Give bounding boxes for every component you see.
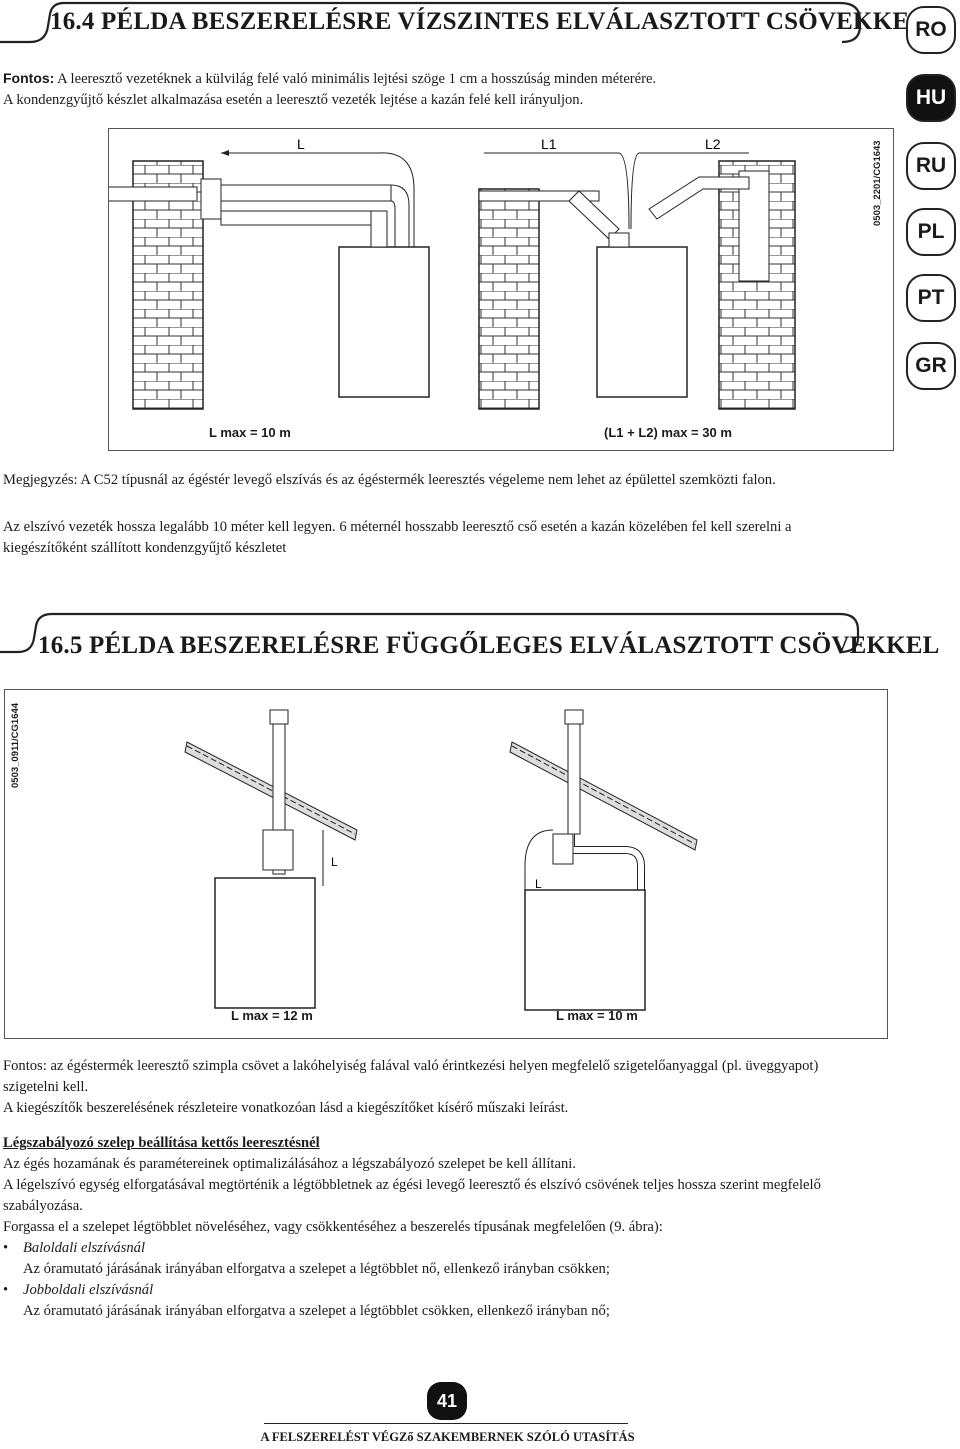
caption2-right: L max = 10 m	[556, 1008, 638, 1023]
p2-line1: A légelszívó egység elforgatásával megtö…	[3, 1177, 821, 1193]
section2-text: Fontos: az égéstermék leeresztő szimpla …	[3, 1056, 903, 1322]
p1: Az égés hozamának és paramétereinek opti…	[3, 1156, 576, 1172]
section1-title: 16.4 PÉLDA BESZERELÉSRE VÍZSZINTES ELVÁL…	[50, 8, 927, 35]
footer-rule	[264, 1423, 628, 1424]
fontos-line2: szigetelni kell.	[3, 1079, 89, 1095]
section1-heading-frame	[0, 1, 862, 44]
label-L2: L2	[705, 136, 721, 152]
vertical-installation-diagram: L L L max = 12 m L max = 10 m	[4, 689, 888, 1039]
left-boiler	[338, 246, 430, 398]
diagram2-code: 0503_0911/CG1644	[10, 702, 21, 788]
vertical-diagram-drawing: L L	[184, 709, 698, 1011]
suction-line1: Az elszívó vezeték hossza legalább 10 mé…	[3, 519, 792, 535]
language-tab-pl[interactable]: PL	[906, 208, 956, 256]
caption-left: L max = 10 m	[209, 425, 291, 440]
right-boiler-2	[524, 889, 646, 1011]
caption-right: (L1 + L2) max = 30 m	[604, 425, 732, 440]
bullet-1-text: Az óramutató járásának irányában elforga…	[23, 1261, 610, 1277]
suction-line2: kiegészítőként szállított kondenzgyűjtő …	[3, 540, 287, 556]
accessories-note: A kiegészítők beszerelésének részleteire…	[3, 1100, 569, 1116]
bullet-2-title: Jobboldali elszívásnál	[23, 1282, 154, 1298]
bullet-1: • Baloldali elszívásnál Az óramutató jár…	[3, 1238, 903, 1280]
diagram1-code: 0503_2201/CG1643	[872, 140, 883, 226]
note-line2: A kondenzgyűjtő készlet alkalmazása eset…	[3, 92, 584, 108]
bullet-2: • Jobboldali elszívásnál Az óramutató já…	[3, 1280, 903, 1322]
remark: Megjegyzés: A C52 típusnál az égéstér le…	[3, 472, 776, 488]
bullet-2-text: Az óramutató járásának irányában elforga…	[23, 1303, 610, 1319]
language-tab-ru[interactable]: RU	[906, 142, 956, 190]
note-label: Fontos:	[3, 70, 55, 86]
bullet-1-title: Baloldali elszívásnál	[23, 1240, 146, 1256]
subheading: Légszabályozó szelep beállítása kettős l…	[3, 1135, 320, 1151]
suction-paragraph: Az elszívó vezeték hossza legalább 10 mé…	[3, 517, 903, 559]
right-boiler	[596, 246, 688, 398]
page-number-badge: 41	[427, 1382, 467, 1420]
p3: Forgassa el a szelepet légtöbblet növelé…	[3, 1219, 663, 1235]
fontos-line1: Fontos: az égéstermék leeresztő szimpla …	[3, 1058, 819, 1074]
section2-heading-frame	[0, 612, 860, 654]
horizontal-installation-diagram: L L1 L2 L max = 10 m (L1 + L2) max = 30 …	[96, 128, 894, 451]
left-boiler-2	[214, 877, 316, 1009]
page-number: 41	[436, 1390, 458, 1411]
note-line1: A leeresztő vezetéknek a külvilág felé v…	[54, 71, 657, 87]
left-wall	[132, 160, 204, 410]
label-L1: L1	[541, 136, 557, 152]
footer-text: A FELSZERELÉST VÉGZő SZAKEMBERNEK SZÓLÓ …	[260, 1430, 635, 1444]
label-L: L	[297, 136, 305, 152]
middle-wall	[478, 188, 540, 410]
label-L-right: L	[535, 877, 542, 891]
language-tab-pt[interactable]: PT	[906, 274, 956, 322]
horizontal-diagram-drawing: L L1 L2	[96, 136, 796, 410]
section2-title: 16.5 PÉLDA BESZERELÉSRE FÜGGŐLEGES ELVÁL…	[38, 632, 940, 659]
language-tab-gr[interactable]: GR	[906, 342, 956, 390]
language-tab-hu[interactable]: HU	[906, 74, 956, 122]
label-L-left: L	[331, 855, 338, 869]
section1-note: Fontos: A leeresztő vezetéknek a külvilá…	[3, 68, 873, 111]
language-tab-ro[interactable]: RO	[906, 6, 956, 54]
p2-line2: szabályozása.	[3, 1198, 83, 1214]
caption2-left: L max = 12 m	[231, 1008, 313, 1023]
